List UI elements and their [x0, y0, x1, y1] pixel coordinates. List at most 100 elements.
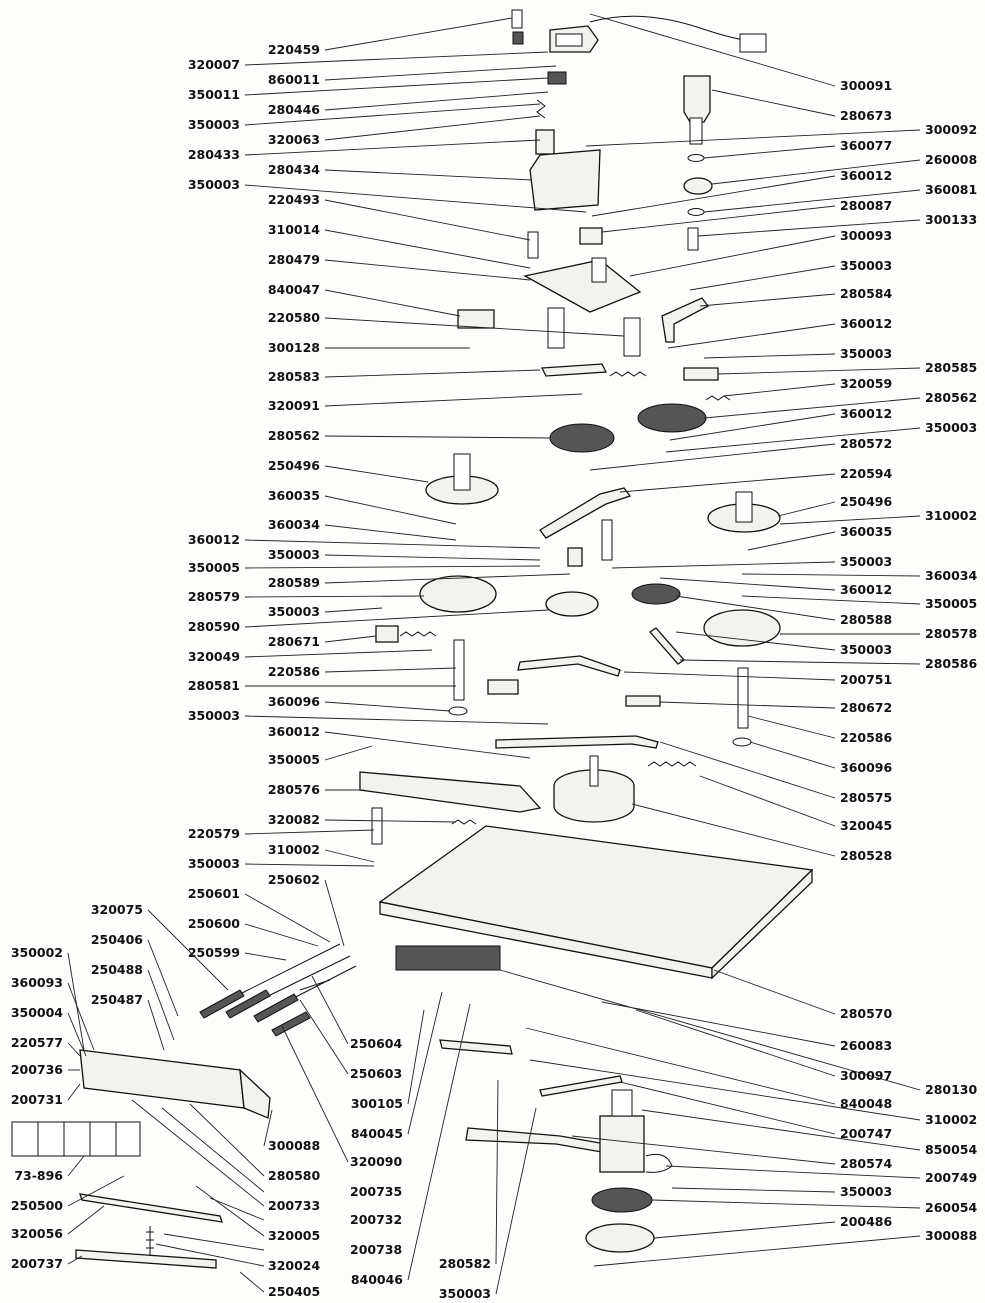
leader-line: [324, 819, 457, 823]
part-number-label: 360012: [840, 582, 892, 597]
leader-line: [324, 745, 373, 761]
rod-part: [259, 955, 351, 1001]
leader-line: [67, 1083, 81, 1101]
part-number-label: 250602: [268, 872, 320, 887]
part-number-label: 320056: [11, 1226, 63, 1241]
part-shapes: [11, 9, 814, 1269]
leader-line: [619, 473, 836, 493]
leader-line: [675, 595, 836, 621]
leader-line: [659, 577, 836, 591]
spring-part: [253, 993, 299, 1023]
part-number-label: 280589: [268, 575, 320, 590]
cover-part: [529, 149, 601, 211]
part-number-label: 360012: [840, 168, 892, 183]
knob-part: [683, 75, 711, 123]
leader-line: [529, 1059, 921, 1121]
leader-line: [324, 317, 625, 337]
leader-line: [747, 715, 836, 739]
leader-line: [703, 353, 836, 359]
part-number-label: 320075: [91, 902, 143, 917]
leader-line: [747, 531, 836, 551]
leader-line: [324, 731, 531, 759]
part-number-label: 220577: [11, 1035, 63, 1050]
part-number-label: 320024: [268, 1258, 320, 1273]
leader-line: [263, 1109, 273, 1147]
motor-part: [599, 1115, 645, 1173]
part-number-label: 350003: [840, 1184, 892, 1199]
washer-part: [732, 737, 752, 747]
part-number-label: 280130: [925, 1082, 977, 1097]
base-strip-part: [75, 1249, 217, 1269]
part-number-label: 300093: [840, 228, 892, 243]
leader-line: [244, 595, 425, 598]
part-number-label: 250601: [188, 886, 240, 901]
block-part: [683, 367, 719, 381]
part-number-label: 250600: [188, 916, 240, 931]
spring-part: [512, 31, 524, 45]
part-number-label: 220586: [268, 664, 320, 679]
part-number-label: 280673: [840, 108, 892, 123]
part-number-label: 840046: [351, 1272, 403, 1287]
leader-line: [324, 465, 429, 483]
part-number-label: 200736: [11, 1062, 63, 1077]
part-number-label: 320090: [350, 1154, 402, 1169]
leader-line: [675, 631, 836, 651]
leader-line: [324, 435, 551, 439]
part-number-label: 280588: [840, 612, 892, 627]
leader-line: [299, 999, 349, 1075]
gear-part: [631, 583, 681, 605]
part-number-label: 360081: [925, 182, 977, 197]
part-number-label: 360096: [268, 694, 320, 709]
block-part: [547, 71, 567, 85]
leader-line: [67, 1175, 125, 1207]
leader-line: [244, 923, 319, 947]
leader-line: [324, 115, 541, 141]
leader-line: [741, 595, 921, 605]
part-number-label: 200733: [268, 1198, 320, 1213]
lever-part: [661, 297, 709, 343]
part-number-label: 220580: [268, 310, 320, 325]
part-number-label: 350003: [840, 258, 892, 273]
washer-part: [687, 154, 705, 162]
leader-line: [495, 1107, 537, 1295]
leader-line: [324, 849, 375, 863]
part-number-label: 310002: [925, 1112, 977, 1127]
leader-line: [653, 1221, 836, 1239]
part-number-label: 200737: [11, 1256, 63, 1271]
part-number-label: 300128: [268, 340, 320, 355]
washer-part: [687, 208, 705, 216]
leader-line: [244, 829, 375, 835]
leader-line: [67, 1255, 83, 1265]
switch-part: [457, 309, 495, 329]
part-number-label: 300088: [268, 1138, 320, 1153]
leader-line: [324, 393, 583, 407]
leader-line: [697, 219, 921, 237]
part-number-label: 280433: [188, 147, 240, 162]
key-block-end-part: [239, 1068, 271, 1119]
spring-part: [451, 819, 477, 825]
leader-line: [67, 952, 85, 1051]
spring-part: [705, 395, 731, 401]
part-number-label: 280576: [268, 782, 320, 797]
part-number-label: 250488: [91, 962, 143, 977]
leader-line: [631, 803, 836, 857]
shaft-part: [453, 639, 465, 701]
part-number-label: 360035: [840, 524, 892, 539]
part-number-label: 280562: [925, 390, 977, 405]
reel-part: [703, 609, 781, 647]
part-number-label: 280585: [925, 360, 977, 375]
leader-line: [667, 323, 836, 349]
spring-part: [399, 631, 437, 637]
part-number-label: 250405: [268, 1284, 320, 1299]
spring-part: [199, 989, 245, 1019]
part-number-label: 360096: [840, 760, 892, 775]
part-number-label: 280479: [268, 252, 320, 267]
gear-part: [549, 423, 615, 453]
flywheel-hub-part: [735, 491, 753, 523]
part-number-label: 280580: [268, 1168, 320, 1183]
leader-line: [244, 952, 287, 961]
part-number-label: 220459: [268, 42, 320, 57]
leader-line: [324, 635, 377, 643]
